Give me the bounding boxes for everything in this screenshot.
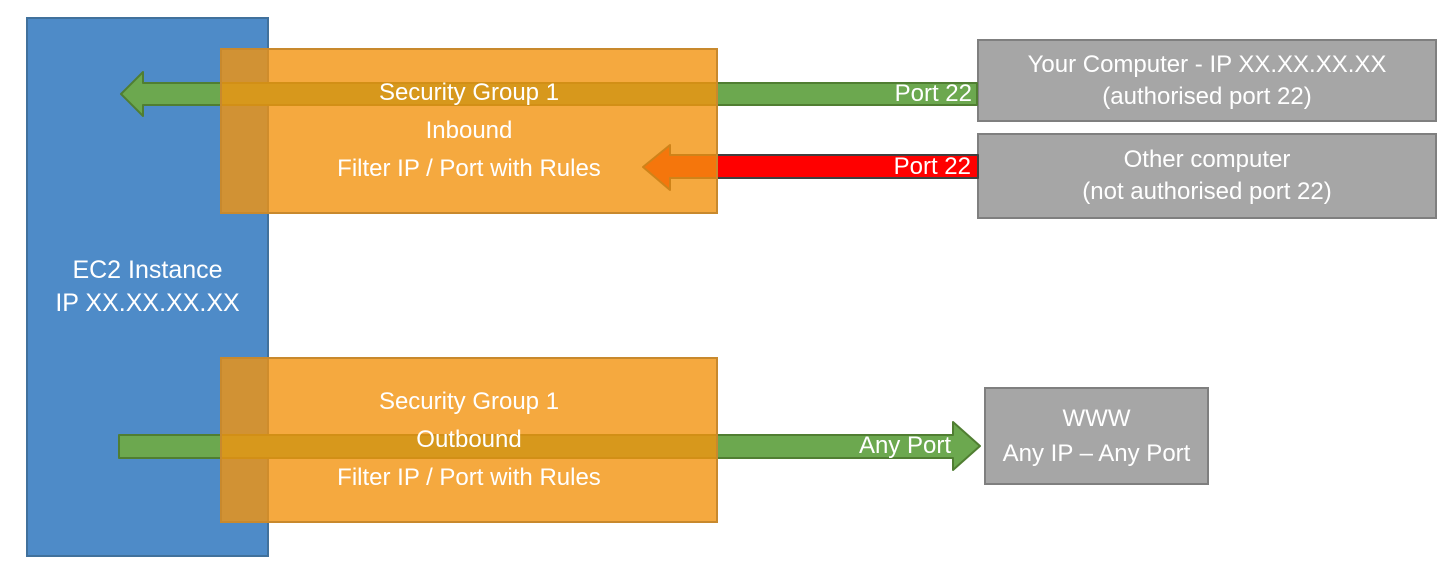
security-group-inbound-box: Security Group 1 Inbound Filter IP / Por… bbox=[220, 48, 718, 214]
sg-inbound-direction: Inbound bbox=[425, 117, 513, 144]
sg-outbound-description: Filter IP / Port with Rules bbox=[337, 464, 601, 491]
sg-outbound-direction: Outbound bbox=[416, 426, 522, 453]
www-note: Any IP – Any Port bbox=[1002, 440, 1191, 467]
other-computer-note: (not authorised port 22) bbox=[1082, 178, 1332, 205]
sg-inbound-title: Security Group 1 bbox=[378, 79, 560, 106]
www-box: WWW Any IP – Any Port bbox=[984, 387, 1209, 485]
any-port-label: Any Port bbox=[858, 432, 951, 459]
security-group-outbound-box: Security Group 1 Outbound Filter IP / Po… bbox=[220, 357, 718, 523]
www-title: WWW bbox=[1062, 405, 1131, 432]
your-computer-box: Your Computer - IP XX.XX.XX.XX (authoris… bbox=[977, 39, 1437, 122]
your-computer-note: (authorised port 22) bbox=[1102, 82, 1312, 110]
other-computer-title: Other computer bbox=[1123, 146, 1291, 173]
sg-inbound-description: Filter IP / Port with Rules bbox=[337, 155, 601, 182]
your-computer-title: Your Computer - IP XX.XX.XX.XX bbox=[1027, 50, 1387, 78]
sg-outbound-title: Security Group 1 bbox=[378, 388, 560, 415]
ec2-instance-ip: IP XX.XX.XX.XX bbox=[55, 289, 240, 317]
ec2-instance-title: EC2 Instance bbox=[72, 256, 223, 284]
port22-allowed-label: Port 22 bbox=[894, 80, 972, 107]
other-computer-box: Other computer (not authorised port 22) bbox=[977, 133, 1437, 219]
port22-denied-label: Port 22 bbox=[893, 153, 971, 180]
